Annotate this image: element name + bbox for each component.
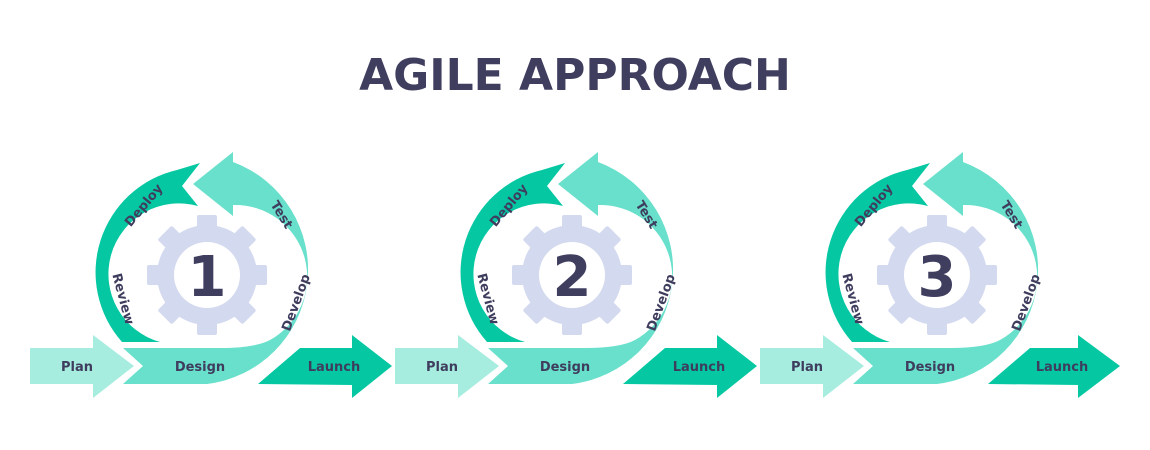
cycle-number: 3	[918, 245, 957, 310]
label-plan: Plan	[791, 360, 823, 375]
test-develop-design-band	[853, 152, 1039, 384]
cycle-number: 2	[553, 245, 592, 310]
plan-arrow	[30, 335, 134, 398]
label-launch: Launch	[308, 360, 361, 375]
cycle-number: 1	[188, 245, 227, 310]
test-develop-design-band	[488, 152, 674, 384]
page-title: AGILE APPROACH	[359, 50, 791, 101]
label-develop: Develop	[279, 272, 313, 333]
deploy-review-band	[460, 163, 565, 342]
label-develop: Develop	[644, 272, 678, 333]
cycle-3: 3 Plan Design Launch Deploy Review Test …	[760, 152, 1120, 398]
deploy-review-band	[825, 163, 930, 342]
label-develop: Develop	[1009, 272, 1043, 333]
deploy-review-band	[95, 163, 200, 342]
label-design: Design	[540, 360, 590, 375]
label-plan: Plan	[61, 360, 93, 375]
label-design: Design	[905, 360, 955, 375]
cycle-1: 1 Plan Design Launch Deploy Review Test …	[30, 152, 392, 398]
cycle-2: 2 Plan Design Launch Deploy Review Test …	[395, 152, 757, 398]
test-develop-design-band	[123, 152, 309, 384]
label-design: Design	[175, 360, 225, 375]
label-launch: Launch	[673, 360, 726, 375]
plan-arrow	[760, 335, 864, 398]
plan-arrow	[395, 335, 499, 398]
label-launch: Launch	[1036, 360, 1089, 375]
launch-arrow	[258, 335, 392, 398]
label-plan: Plan	[426, 360, 458, 375]
launch-arrow	[623, 335, 757, 398]
launch-arrow	[988, 335, 1120, 398]
